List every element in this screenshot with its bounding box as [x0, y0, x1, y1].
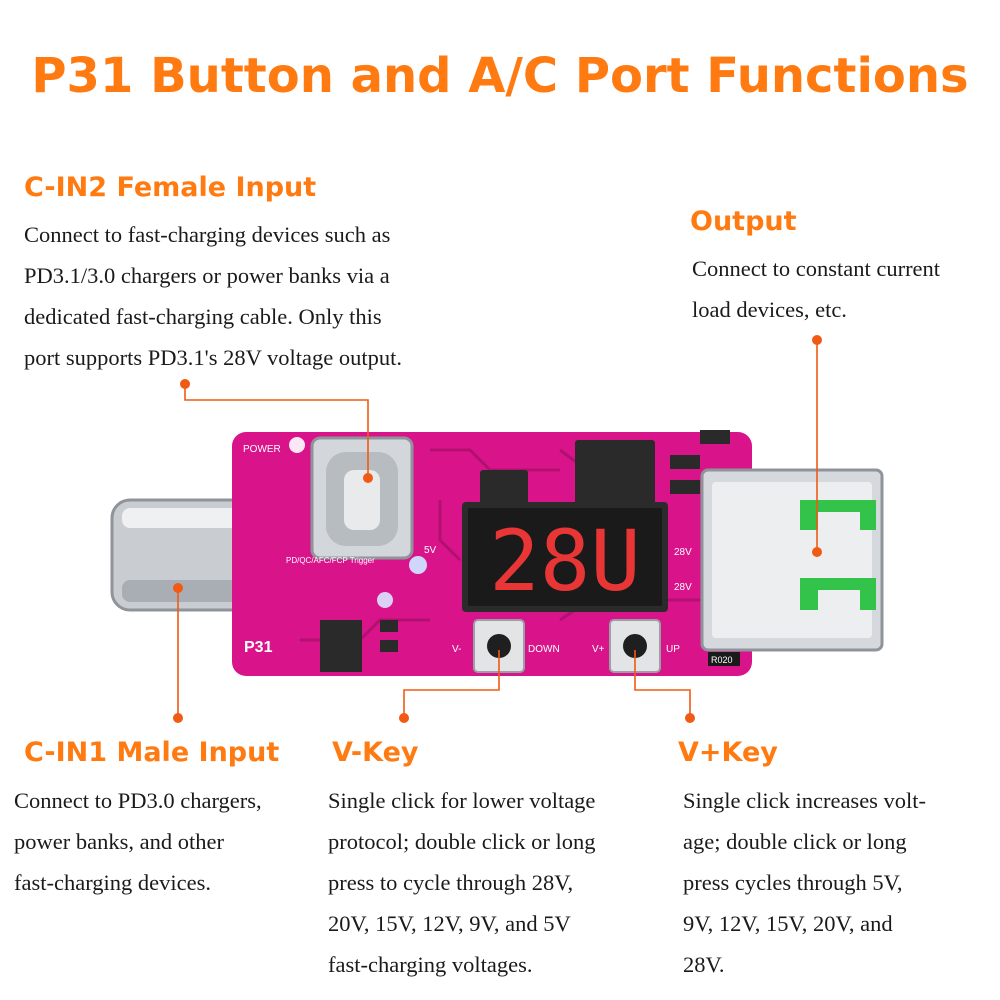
button-v-plus-label: V+: [592, 644, 605, 655]
vplus-line: press cycles through 5V,: [683, 870, 903, 895]
power-label: POWER: [243, 444, 281, 455]
output-line: load devices, etc.: [692, 297, 847, 322]
vminus-line: protocol; double click or long: [328, 829, 596, 854]
protocol-label: PD/QC/AFC/FCP Trigger: [286, 556, 375, 565]
button-down-label: DOWN: [528, 644, 560, 655]
label-28v-top: 28V: [674, 547, 692, 558]
page-title: P31 Button and A/C Port Functions: [31, 48, 969, 104]
button-v-minus-label: V-: [452, 644, 461, 655]
cin2-line: dedicated fast-charging cable. Only this: [24, 304, 382, 329]
model-label: P31: [244, 639, 273, 656]
cin2-line: Connect to fast-charging devices such as: [24, 222, 391, 247]
seven-segment-display: [462, 502, 668, 612]
output-description: Connect to constant current load devices…: [692, 248, 940, 330]
vplus-line: Single click increases volt-: [683, 788, 927, 813]
callout-dots: [173, 335, 822, 723]
usb-a-output-port: [700, 468, 884, 652]
power-led: [289, 437, 305, 453]
cin2-heading: C-IN2 Female Input: [24, 172, 317, 203]
vminus-line: Single click for lower voltage: [328, 788, 596, 813]
display-reading: 28U: [489, 512, 641, 610]
label-28v-bottom: 28V: [674, 582, 692, 593]
vminus-description: Single click for lower voltage protocol;…: [328, 780, 595, 985]
button-up-label: UP: [666, 644, 680, 655]
vminus-line: 20V, 15V, 12V, 9V, and 5V: [328, 911, 571, 936]
output-heading: Output: [690, 206, 797, 237]
cin2-line: PD3.1/3.0 chargers or power banks via a: [24, 263, 390, 288]
vminus-line: press to cycle through 28V,: [328, 870, 574, 895]
label-5v: 5V: [424, 545, 437, 556]
vplus-heading: V+Key: [678, 737, 778, 768]
vplus-description: Single click increases volt- age; double…: [683, 780, 926, 985]
vplus-line: age; double click or long: [683, 829, 907, 854]
v-plus-button[interactable]: [609, 619, 661, 673]
callout-leader-lines: [177, 340, 818, 718]
cin2-line: port supports PD3.1's 28V voltage output…: [24, 345, 403, 370]
cin1-line: fast-charging devices.: [14, 870, 212, 895]
cin1-line: Connect to PD3.0 chargers,: [14, 788, 262, 813]
output-line: Connect to constant current: [692, 256, 941, 281]
vminus-line: fast-charging voltages.: [328, 952, 533, 977]
cin1-line: power banks, and other: [14, 829, 224, 854]
vminus-heading: V-Key: [332, 737, 419, 768]
cin1-description: Connect to PD3.0 chargers, power banks, …: [14, 780, 262, 903]
vplus-line: 9V, 12V, 15V, 20V, and: [683, 911, 893, 936]
resistor-code: R020: [711, 655, 733, 665]
cin2-description: Connect to fast-charging devices such as…: [24, 214, 402, 378]
usb-c-female-port: [310, 436, 414, 560]
vplus-line: 28V.: [683, 952, 725, 977]
cin1-heading: C-IN1 Male Input: [24, 737, 280, 768]
